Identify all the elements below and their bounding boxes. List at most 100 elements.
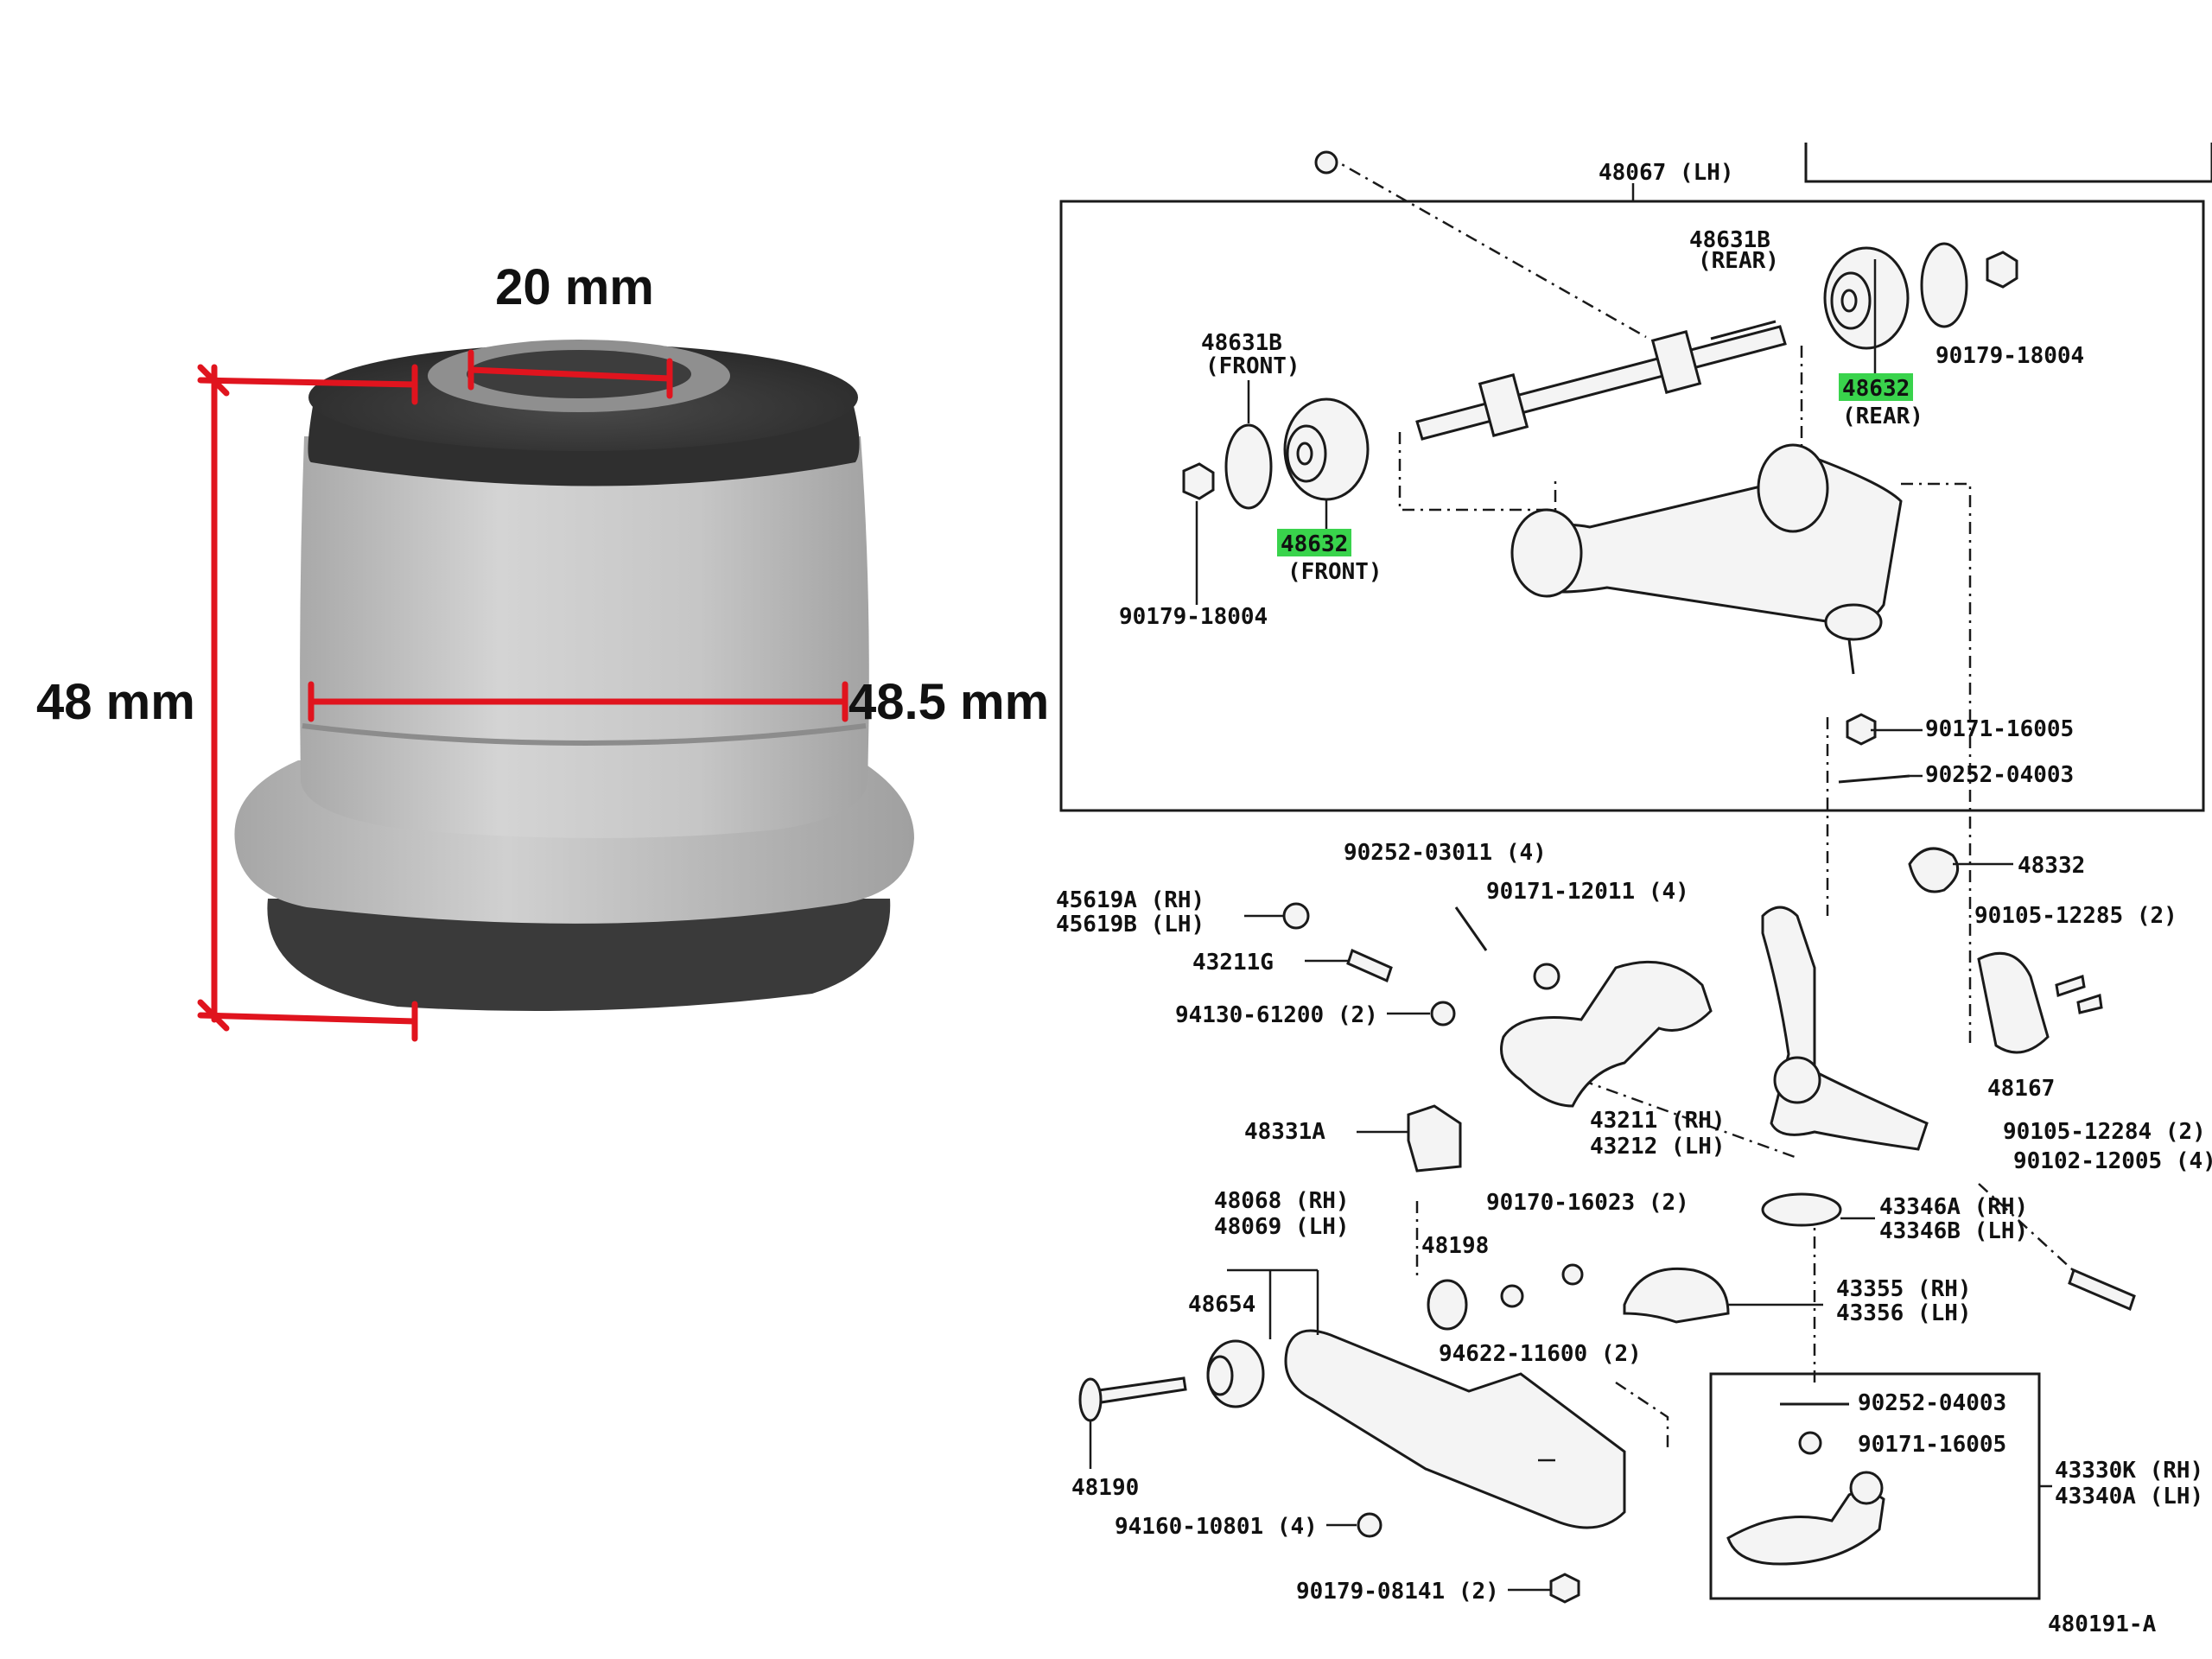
bolt-43211g [1346,948,1393,983]
upper-control-arm [1510,443,1903,675]
label-48632-front-num: 48632 [1281,531,1348,557]
label-90179-18004-left: 90179-18004 [1119,604,1268,630]
washer-94622 [1500,1284,1524,1308]
rear-washer-48631b [1920,242,1968,328]
dash-connectors [1398,346,2083,1452]
dim-label-height: 48 mm [36,674,195,730]
label-48198: 48198 [1421,1233,1489,1259]
label-48632-rear-note: (REAR) [1842,404,1923,429]
hidden-bolt-icon [1314,150,1338,175]
label-48068: 48068 (RH) [1214,1188,1350,1214]
label-94130-61200: 94130-61200 (2) [1175,1002,1378,1028]
label-43346b: 43346B (LH) [1879,1218,2028,1244]
label-48331a: 48331A [1244,1119,1325,1145]
label-43346a: 43346A (RH) [1879,1194,2028,1220]
cover-43355 [1623,1267,1730,1324]
front-washer-48631b [1224,423,1273,510]
bolt-48190-head [1078,1377,1103,1422]
label-45619a: 45619A (RH) [1056,887,1205,913]
label-90171-16005-bot: 90171-16005 [1858,1432,2006,1458]
nut-90171-16005-top [1846,713,1877,746]
lower-bushing-48654 [1206,1339,1265,1408]
lower-control-arm [1284,1329,1626,1529]
pin-90252-04003-top [1838,774,1910,784]
dim-height-bottom-leader [197,1012,418,1025]
label-43355: 43355 (RH) [1836,1276,1972,1302]
label-48654: 48654 [1188,1292,1255,1318]
label-48632-front-note: (FRONT) [1287,559,1382,585]
label-90171-16005-top: 90171-16005 [1925,716,2074,742]
label-90102-12005: 90102-12005 (4) [2013,1148,2212,1174]
label-48631b-front-note: (FRONT) [1205,353,1300,379]
label-48631b-rear-num: 48631B [1689,227,1770,253]
label-48069: 48069 (LH) [1214,1214,1350,1240]
label-48632-rear-num: 48632 [1842,376,1910,402]
label-43211g: 43211G [1192,950,1274,976]
bushing-bottom-rim [267,899,891,1011]
label-90171-12011: 90171-12011 (4) [1486,879,1689,905]
label-90252-04003-top: 90252-04003 [1925,762,2074,788]
label-43211: 43211 (RH) [1590,1108,1726,1134]
label-480191-a: 480191-A [2048,1611,2157,1637]
dim-height-top-leader [197,377,418,388]
pin-90252-03011 [1454,906,1488,951]
ball-joint-43330k [1726,1490,1885,1566]
ball-joint-stud [1849,1471,1884,1505]
knuckle-hub [1773,1056,1821,1104]
bolt-90105-12284 [2076,994,2103,1014]
dim-label-outer-diameter: 48.5 mm [849,674,1049,730]
label-48631b-front-num: 48631B [1201,330,1282,356]
label-90170-16023: 90170-16023 (2) [1486,1190,1689,1216]
pivot-shaft [1415,320,1787,441]
dim-tick [197,999,230,1032]
bolt-90102-12005 [2068,1268,2136,1312]
label-43356: 43356 (LH) [1836,1300,1972,1326]
highlight-48632-rear [1839,373,1913,401]
bushing-photo [234,340,914,1011]
cushion-48198 [1427,1279,1468,1331]
label-45619b: 45619B (LH) [1056,912,1205,938]
bushing-groove [302,723,867,746]
dim-label-inner-diameter: 20 mm [495,259,654,315]
spacer-43346 [1761,1192,1842,1227]
highlight-48632-front [1277,529,1351,556]
front-bushing-48632 [1283,397,1370,501]
label-48190: 48190 [1071,1475,1139,1501]
nut-90171-12011 [1533,963,1560,990]
label-90105-12284: 90105-12284 (2) [2003,1119,2206,1145]
dim-tick [197,364,230,397]
label-48631b-rear-note: (REAR) [1698,248,1779,274]
leader-lines [1089,259,2052,1592]
bolt-90105-12285 [2055,975,2086,997]
dimension-lines [197,349,849,1042]
bolt-48190 [1091,1376,1187,1405]
nut-45619 [1282,902,1310,930]
bushing-body [300,436,869,838]
label-94622-11600: 94622-11600 (2) [1439,1341,1642,1367]
bump-stop-48332 [1908,847,1960,893]
rebound-stopper-48331a [1407,1104,1462,1173]
label-43330k: 43330K (RH) [2055,1458,2203,1484]
label-90179-08141: 90179-08141 (2) [1296,1579,1499,1605]
label-90105-12285: 90105-12285 (2) [1974,903,2177,929]
label-48167: 48167 [1987,1076,2055,1102]
dim-inner-diameter-line [467,366,673,382]
steering-knuckle [1761,906,1929,1151]
nut-90170-16023 [1561,1263,1584,1286]
label-43340a: 43340A (LH) [2055,1484,2203,1510]
label-90252-03011: 90252-03011 (4) [1344,840,1547,866]
nut-90171-16005-bot [1798,1431,1822,1455]
rear-nut-icon [1986,251,2018,289]
dash-line [1325,154,1647,339]
label-90252-04003-bot: 90252-04003 [1858,1390,2006,1416]
label-43212: 43212 (LH) [1590,1134,1726,1160]
nut-94160 [1357,1512,1382,1538]
label-48067: 48067 (LH) [1599,160,1734,186]
label-94160-10801: 94160-10801 (4) [1115,1514,1318,1540]
rear-bushing-48632 [1823,246,1910,350]
top-right-frame [1804,143,2212,183]
front-nut-icon [1182,462,1215,500]
washer-94130 [1430,1001,1456,1027]
